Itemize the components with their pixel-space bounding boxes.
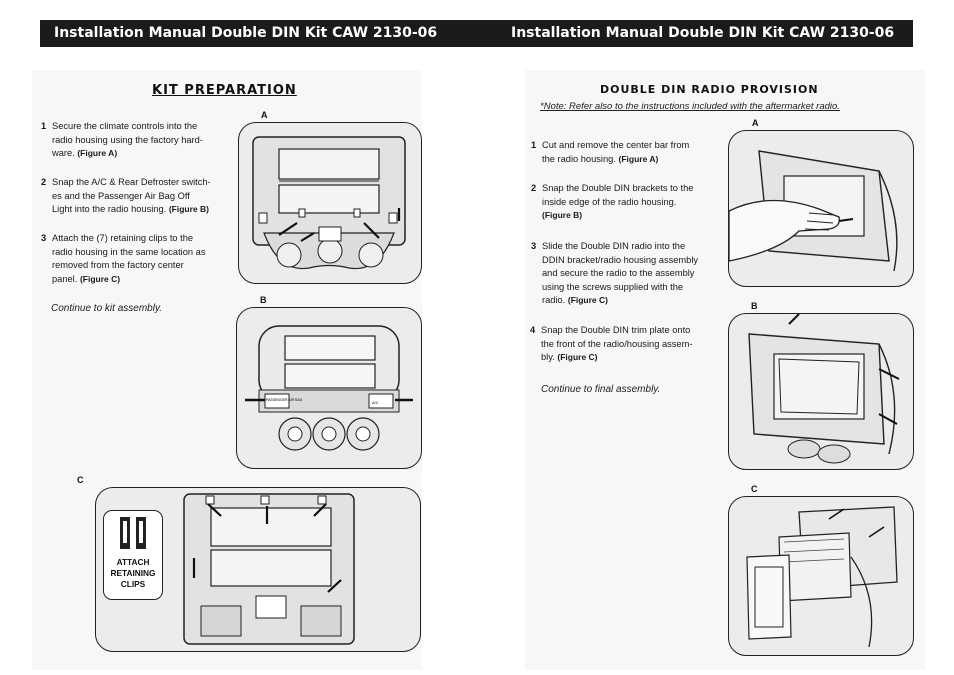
kit-step-2-number: 2: [41, 177, 47, 187]
din-step-4-line-2: the front of the radio/housing assem-: [541, 338, 693, 349]
din-step-2-line-1: Snap the Double DIN brackets to the: [542, 183, 694, 193]
din-step-4: 4 Snap the Double DIN trim plate onto th…: [530, 324, 721, 365]
din-step-1-number: 1: [531, 140, 537, 150]
figure-c-label: C: [77, 475, 84, 485]
din-step-3: 3 Slide the Double DIN radio into the DD…: [531, 240, 722, 308]
kit-step-2-line-3: Light into the radio housing.: [52, 204, 167, 214]
din-step-4-line-1: Snap the Double DIN trim plate onto: [541, 325, 691, 335]
din-step-2-number: 2: [531, 183, 537, 193]
din-figure-b-brackets: [728, 313, 914, 470]
din-step-3-figure-ref: (Figure C): [567, 295, 608, 305]
din-step-3-line-2: DDIN bracket/radio housing assembly: [542, 254, 699, 265]
figure-a-radio-housing: [238, 122, 422, 284]
fig-b-ac-label: A/C: [372, 400, 379, 405]
kit-step-2-line-2: es and the Passenger Air Bag Off: [52, 190, 190, 201]
din-figure-b-label: B: [751, 301, 758, 311]
kit-step-1-number: 1: [41, 121, 47, 131]
double-din-title: DOUBLE DIN RADIO PROVISION: [600, 83, 819, 96]
din-step-1-line-1: Cut and remove the center bar from: [542, 140, 690, 150]
din-step-3-number: 3: [531, 241, 537, 251]
callout-line-2: RETAINING: [110, 568, 156, 578]
kit-step-2: 2 Snap the A/C & Rear Defroster switch- …: [41, 176, 237, 217]
kit-preparation-title: KIT PREPARATION: [152, 83, 297, 98]
retaining-clip-icon: [120, 517, 146, 549]
din-step-4-number: 4: [530, 325, 536, 335]
kit-step-3: 3 Attach the (7) retaining clips to the …: [41, 232, 237, 286]
kit-step-3-figure-ref: (Figure C): [79, 273, 121, 284]
din-step-1-figure-ref: (Figure A): [618, 153, 659, 164]
figure-c-retaining-clips: [95, 487, 421, 652]
din-step-4-line-3: bly.: [541, 352, 555, 362]
din-step-1-line-2: the radio housing.: [542, 153, 616, 164]
din-figure-c-label: C: [751, 484, 758, 494]
din-step-3-line-1: Slide the Double DIN radio into the: [542, 241, 686, 251]
din-step-3-line-3: and secure the radio to the assembly: [542, 268, 695, 278]
kit-step-3-number: 3: [41, 233, 47, 243]
double-din-note: *Note: Refer also to the instructions in…: [540, 101, 840, 112]
kit-step-2-figure-ref: (Figure B): [168, 204, 209, 214]
kit-step-3-line-4: panel.: [52, 273, 78, 284]
kit-step-2-line-1: Snap the A/C & Rear Defroster switch-: [52, 177, 211, 187]
callout-line-3: CLIPS: [120, 579, 146, 589]
kit-step-3-line-1: Attach the (7) retaining clips to the: [52, 233, 194, 243]
din-step-2: 2 Snap the Double DIN brackets to the in…: [531, 182, 722, 223]
kit-step-3-line-2: radio housing in the same location as: [52, 246, 206, 257]
kit-step-1-line-3: ware.: [52, 148, 75, 158]
attach-retaining-clips-callout: ATTACH RETAINING CLIPS: [103, 510, 163, 600]
fig-b-airbag-label: PASSENGER AIR BAG: [266, 398, 303, 402]
din-step-3-line-4: using the screws supplied with the: [542, 281, 684, 292]
callout-line-1: ATTACH: [116, 557, 150, 567]
figure-b-switches: PASSENGER AIR BAG A/C: [236, 307, 422, 469]
continue-kit-assembly: Continue to kit assembly.: [51, 303, 162, 314]
din-step-1: 1 Cut and remove the center bar from the…: [531, 139, 722, 166]
right-page-header: Installation Manual Double DIN Kit CAW 2…: [497, 20, 913, 47]
figure-a-label: A: [261, 110, 268, 120]
left-page-header: Installation Manual Double DIN Kit CAW 2…: [40, 20, 497, 47]
din-step-2-figure-ref: (Figure B): [542, 210, 583, 220]
figure-b-label: B: [260, 295, 267, 305]
kit-step-1-line-2: radio housing using the factory hard-: [52, 134, 203, 145]
din-step-2-line-2: inside edge of the radio housing.: [542, 196, 677, 207]
din-figure-a-cut-bar: [728, 130, 914, 287]
din-figure-c-trim-plate: [728, 496, 914, 656]
din-step-4-figure-ref: (Figure C): [557, 352, 598, 362]
kit-step-1-figure-ref: (Figure A): [77, 148, 118, 158]
kit-step-1-line-1: Secure the climate controls into the: [52, 121, 198, 131]
kit-step-1: 1 Secure the climate controls into the r…: [41, 120, 232, 161]
kit-step-3-line-3: removed from the factory center: [52, 260, 184, 270]
din-figure-a-label: A: [752, 118, 759, 128]
din-step-3-line-5: radio.: [542, 295, 566, 305]
continue-final-assembly: Continue to final assembly.: [541, 384, 661, 395]
